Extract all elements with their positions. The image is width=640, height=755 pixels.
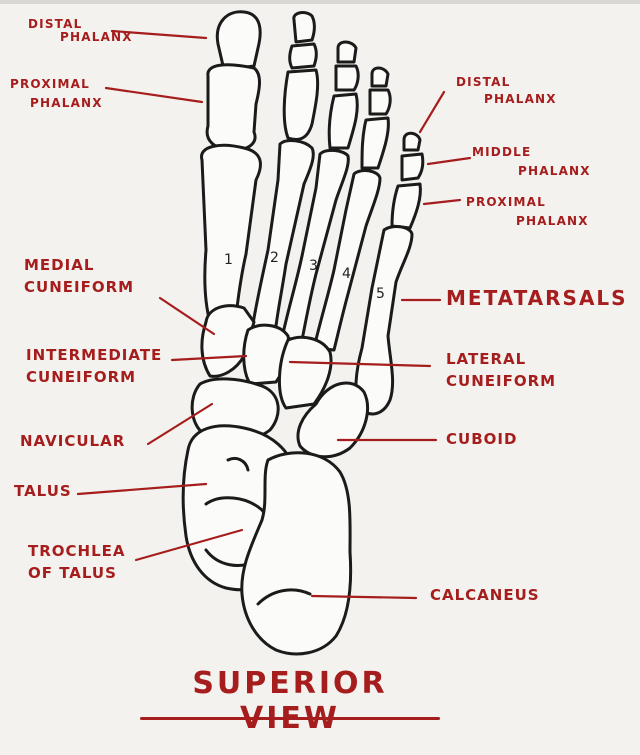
leader-calcaneus — [310, 594, 418, 600]
label-middle-phalanx: MIDDLE PHALANX — [472, 145, 591, 178]
label-calcaneus: CALCANEUS — [430, 586, 540, 604]
metatarsal-number-2: 2 — [270, 250, 279, 266]
toe-2-distal — [292, 11, 316, 44]
metatarsal-2 — [250, 139, 315, 332]
label-metatarsals: METATARSALS — [446, 286, 628, 310]
leader-talus — [76, 482, 208, 496]
label-navicular: NAVICULAR — [20, 432, 126, 450]
talus-head-detail — [226, 456, 250, 472]
lateral-cuneiform-bone — [277, 335, 333, 410]
label-intermediate-cuneiform: INTERMEDIATE CUNEIFORM — [26, 346, 163, 386]
metatarsal-1 — [200, 143, 262, 324]
leader-trochlea-of-talus — [134, 528, 244, 562]
leader-medial-cuneiform — [158, 296, 216, 336]
leader-distal-phalanx-right — [418, 90, 446, 134]
leader-distal-phalanx-left — [110, 29, 208, 40]
leader-middle-phalanx — [426, 156, 472, 166]
toe-4-proximal — [360, 116, 390, 170]
toe-4-distal — [370, 66, 390, 88]
metatarsal-3 — [280, 148, 350, 342]
leader-intermediate-cuneiform — [170, 354, 248, 362]
leader-lateral-cuneiform — [288, 360, 432, 368]
metatarsal-number-4: 4 — [342, 266, 351, 282]
metatarsal-number-1: 1 — [224, 252, 233, 268]
leader-lines — [76, 29, 472, 600]
toe-2-middle — [288, 42, 318, 70]
metatarsal-4 — [312, 169, 382, 352]
title-underline — [140, 717, 440, 720]
label-distal-phalanx-right: DISTAL PHALANX — [456, 75, 557, 106]
calcaneus-bone — [240, 451, 353, 656]
leader-proximal-phalanx-left — [104, 86, 204, 104]
label-distal-phalanx-left: DISTAL PHALANX — [28, 17, 133, 44]
label-proximal-phalanx-right: PROXIMAL PHALANX — [466, 195, 589, 228]
label-talus: TALUS — [14, 482, 72, 500]
leader-navicular — [146, 402, 214, 446]
foot-skeleton-drawing — [181, 10, 425, 656]
label-trochlea-of-talus: TROCHLEA OF TALUS — [28, 542, 126, 582]
hallux-distal-phalanx — [215, 10, 262, 72]
toe-3-proximal — [327, 92, 359, 150]
label-lateral-cuneiform: LATERAL CUNEIFORM — [446, 350, 557, 390]
toe-5-middle — [400, 152, 425, 182]
metatarsal-number-5: 5 — [376, 286, 385, 302]
toe-5-distal — [402, 131, 422, 152]
metatarsal-number-3: 3 — [309, 258, 318, 274]
label-proximal-phalanx-left: PROXIMAL PHALANX — [10, 77, 103, 110]
cuboid-bone — [296, 381, 369, 459]
label-cuboid: CUBOID — [446, 430, 518, 448]
navicular-bone — [190, 377, 280, 442]
toe-4-middle — [368, 88, 392, 116]
toe-5-proximal — [390, 182, 422, 230]
calcaneus-ridge — [256, 588, 312, 606]
page-title: SUPERIOR VIEW — [192, 666, 388, 736]
toe-2-proximal — [282, 68, 320, 141]
label-medial-cuneiform: MEDIAL CUNEIFORM — [24, 256, 135, 296]
toe-3-distal — [336, 40, 358, 64]
toe-3-middle — [334, 64, 360, 92]
leader-proximal-phalanx-right — [422, 198, 462, 206]
